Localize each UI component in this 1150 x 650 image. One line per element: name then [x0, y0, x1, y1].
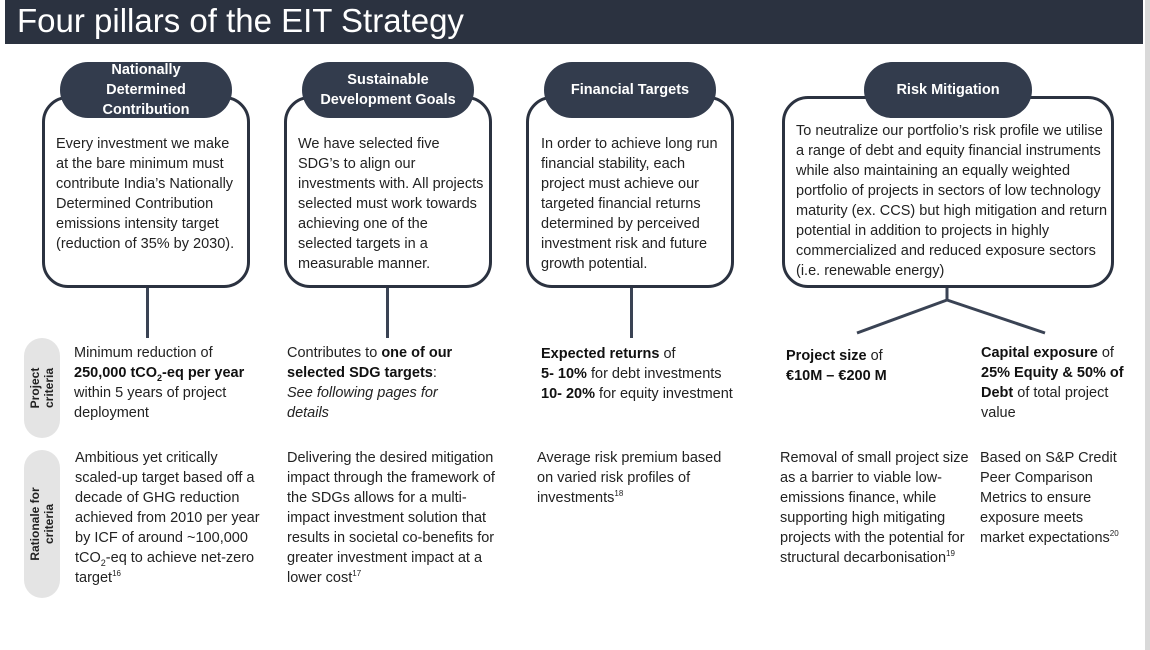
connector-line: [630, 284, 633, 338]
connector-line: [146, 284, 149, 338]
pillar-title-line: Sustainable: [347, 72, 429, 88]
connector-line: [946, 298, 1046, 335]
criteria-text: Contributes to: [287, 345, 382, 361]
pillar-title-line: Financial Targets: [570, 82, 690, 98]
rationale-sdg: Delivering the desired mitigation impact…: [287, 448, 497, 588]
criteria-capital-exposure: Capital exposure of 25% Equity & 50% of …: [981, 343, 1131, 423]
row-label-project-criteria: Project criteria: [24, 338, 60, 438]
rationale-text: Delivering the desired mitigation impact…: [287, 450, 495, 586]
pillar-title-risk: Risk Mitigation: [864, 62, 1032, 118]
connector-line: [856, 298, 948, 335]
rationale-financial: Average risk premium based on varied ris…: [537, 448, 737, 508]
criteria-bold: 5- 10%: [541, 366, 587, 382]
title-bar: Four pillars of the EIT Strategy: [5, 0, 1143, 44]
pillar-body-ndc: Every investment we make at the bare min…: [56, 136, 235, 252]
criteria-ndc: Minimum reduction of 250,000 tCO2-eq per…: [74, 343, 259, 423]
criteria-text: for debt investments: [586, 366, 722, 382]
criteria-text: of total project value: [981, 385, 1109, 421]
criteria-bold: one of our selected SDG targets: [287, 345, 453, 381]
pillar-title-ndc: Nationally Determined Contribution: [60, 62, 232, 118]
rationale-text: Average risk premium based on varied ris…: [537, 450, 722, 506]
row-label-rationale: Rationale for criteria: [24, 450, 60, 598]
pillar-title-line: Risk Mitigation: [896, 82, 1000, 98]
rationale-text: -eq to achieve net-zero target: [75, 550, 255, 586]
criteria-bold: 25% Equity & 50% of Debt: [981, 365, 1124, 401]
criteria-financial: Expected returns of 5- 10% for debt inve…: [541, 344, 741, 404]
criteria-text: of: [659, 346, 676, 362]
criteria-text: Minimum reduction of: [74, 345, 213, 361]
criteria-sdg: Contributes to one of our selected SDG t…: [287, 343, 477, 423]
criteria-bold: Expected returns: [541, 346, 660, 362]
pillar-title-sdg: Sustainable Development Goals: [302, 62, 474, 118]
rationale-ndc: Ambitious yet critically scaled-up targe…: [75, 448, 261, 588]
criteria-text: :: [432, 365, 437, 381]
rationale-project-size: Removal of small project size as a barri…: [780, 448, 970, 568]
criteria-text: of: [1097, 345, 1114, 361]
footnote-ref: 20: [1109, 529, 1119, 539]
criteria-bold: Project size: [786, 348, 867, 364]
criteria-italic: See following pages for details: [287, 385, 438, 421]
criteria-bold: Capital exposure: [981, 345, 1098, 361]
subscript: 2: [157, 372, 163, 383]
rationale-text: Removal of small project size as a barri…: [780, 450, 969, 566]
criteria-bold-text: 250,000 tCO: [74, 365, 158, 381]
subscript: 2: [100, 557, 106, 568]
criteria-text: within 5 years of project deployment: [74, 385, 227, 421]
pillar-title-line: Nationally: [111, 62, 181, 78]
criteria-bold: 250,000 tCO2-eq per year: [74, 365, 245, 383]
rationale-capital-exposure: Based on S&P Credit Peer Comparison Metr…: [980, 448, 1120, 548]
pillar-box-ndc: [42, 96, 250, 288]
pillar-body-risk: To neutralize our portfolio’s risk profi…: [796, 123, 1108, 279]
page-title: Four pillars of the EIT Strategy: [17, 2, 464, 39]
criteria-bold: 10- 20%: [541, 386, 596, 402]
footnote-ref: 16: [112, 569, 121, 579]
pillar-title-financial: Financial Targets: [544, 62, 716, 118]
footnote-ref: 17: [352, 569, 362, 579]
pillar-body-sdg: We have selected five SDG’s to align our…: [298, 136, 484, 272]
pillar-box-sdg: [284, 96, 492, 288]
rationale-text: Ambitious yet critically scaled-up targe…: [75, 450, 260, 566]
pillar-box-financial: [526, 96, 734, 288]
pillar-title-line: Development Goals: [320, 92, 456, 108]
pillar-body-financial: In order to achieve long run financial s…: [541, 136, 718, 272]
criteria-project-size: Project size of €10M – €200 M: [786, 346, 956, 386]
connector-line: [386, 284, 389, 338]
pillar-title-line: Determined: [106, 82, 186, 98]
criteria-text: of: [866, 348, 883, 364]
footnote-ref: 18: [614, 489, 624, 499]
rationale-text: Based on S&P Credit Peer Comparison Metr…: [980, 450, 1117, 546]
criteria-bold: €10M – €200 M: [786, 368, 887, 384]
footnote-ref: 19: [946, 549, 955, 559]
pillar-title-line: Contribution: [102, 102, 190, 118]
criteria-text: for equity investment: [595, 386, 733, 402]
criteria-bold-text: -eq per year: [162, 365, 245, 381]
